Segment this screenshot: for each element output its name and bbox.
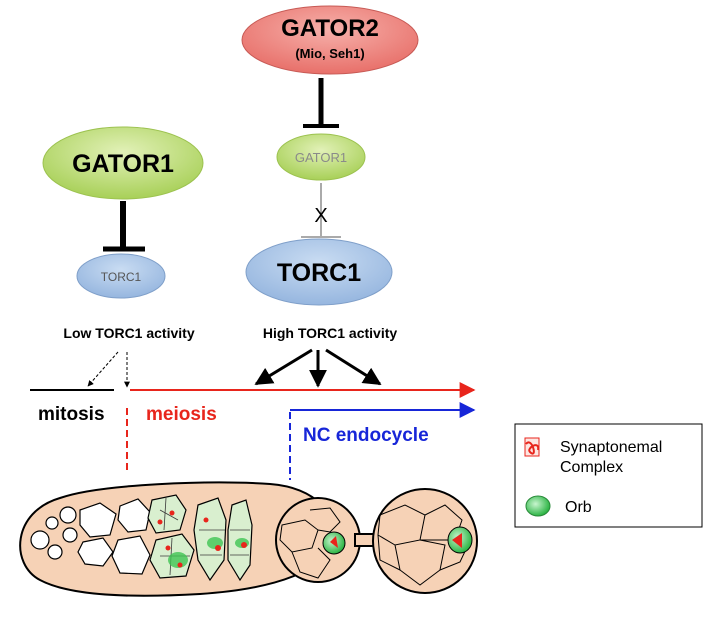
legend-sc-label-2: Complex bbox=[560, 459, 623, 476]
gator2-inhibits-gator1 bbox=[303, 78, 339, 128]
gator2-subtitle: (Mio, Seh1) bbox=[295, 46, 364, 61]
nc-endocycle-label: NC endocycle bbox=[303, 425, 429, 446]
gator1-left-label: GATOR1 bbox=[72, 150, 174, 178]
torc1-big-node: TORC1 bbox=[245, 238, 393, 306]
legend: Synaptonemal Complex Orb bbox=[514, 423, 703, 528]
blocked-x-mark: X bbox=[314, 205, 327, 227]
gator1-inhibits-torc1 bbox=[103, 201, 145, 252]
blocked-inhibition: X bbox=[301, 183, 341, 238]
torc1-big-label: TORC1 bbox=[277, 259, 361, 287]
gator1-small-node: GATOR1 bbox=[276, 133, 366, 181]
mitosis-label: mitosis bbox=[38, 404, 105, 425]
legend-orb-label: Orb bbox=[565, 499, 592, 516]
high-activity-label: High TORC1 activity bbox=[263, 325, 398, 341]
torc1-small-node: TORC1 bbox=[76, 253, 166, 299]
gator1-small-label: GATOR1 bbox=[295, 150, 347, 165]
orb-icon bbox=[525, 495, 551, 517]
ovariole-illustration bbox=[19, 481, 478, 597]
low-activity-label: Low TORC1 activity bbox=[63, 325, 194, 341]
legend-sc-label-1: Synaptonemal bbox=[560, 439, 662, 456]
torc1-small-label: TORC1 bbox=[101, 270, 142, 284]
synaptonemal-complex-icon bbox=[524, 437, 540, 457]
gator2-title: GATOR2 bbox=[281, 15, 379, 42]
low-activity-arrows bbox=[87, 351, 130, 388]
high-activity-arrows bbox=[254, 348, 382, 388]
meiosis-label: meiosis bbox=[146, 404, 217, 425]
gator1-left-node: GATOR1 bbox=[42, 126, 204, 200]
gator2-node: GATOR2 (Mio, Seh1) bbox=[241, 5, 419, 75]
